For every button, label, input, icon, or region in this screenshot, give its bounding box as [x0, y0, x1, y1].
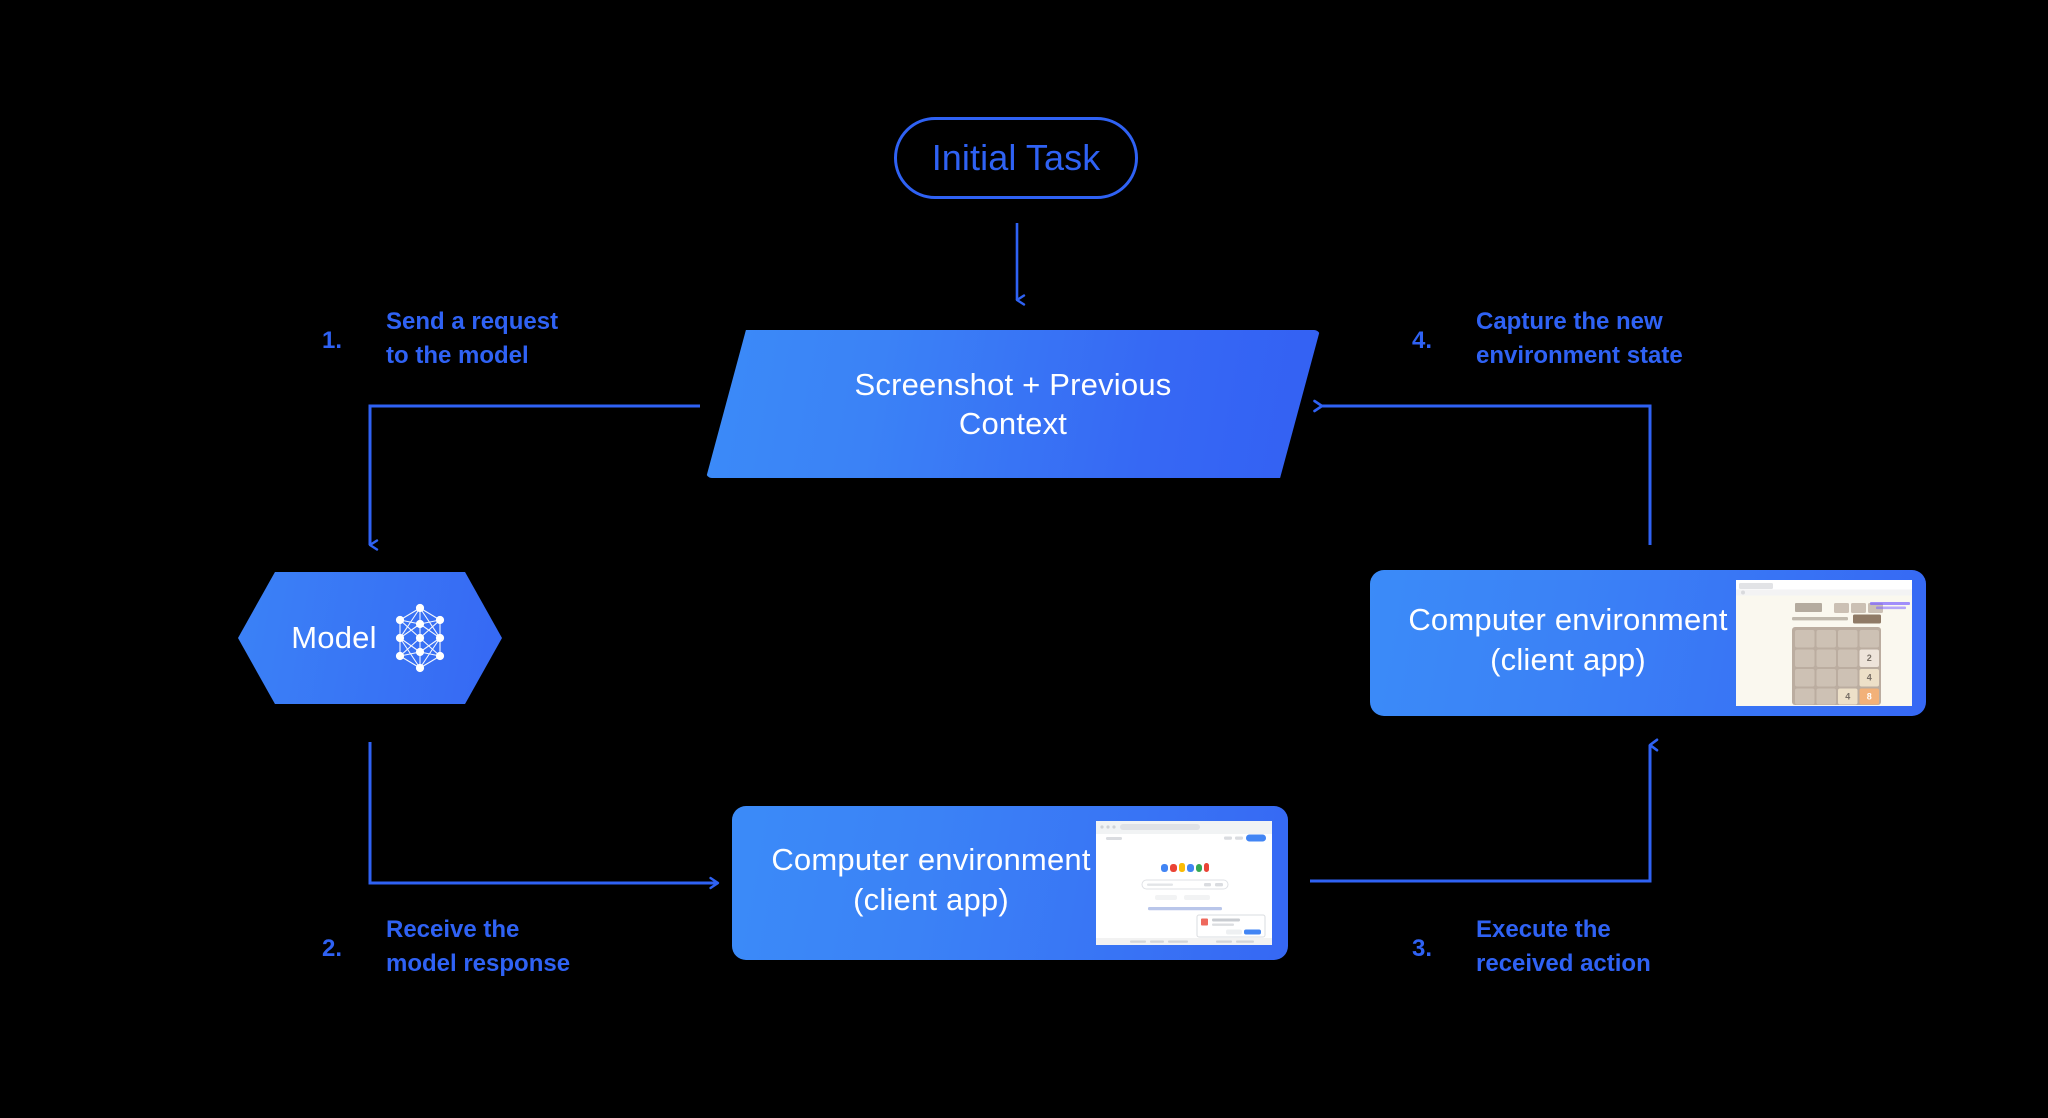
svg-text:2: 2	[1867, 653, 1872, 663]
step-2-number: 2.	[322, 935, 343, 962]
context-node-line2: Context	[958, 406, 1068, 441]
model-node[interactable]: Model	[238, 572, 502, 704]
context-node-line1: Screenshot + Previous	[854, 366, 1172, 402]
arrow-context-to-model	[368, 404, 700, 551]
step-4: 4. Capture the new environment state	[1412, 305, 1683, 373]
env-right-line2: (client app)	[1490, 642, 1646, 678]
2048-game-thumbnail-svg: 2 4 4 8	[1736, 580, 1912, 706]
svg-text:4: 4	[1845, 692, 1850, 702]
step-2-text: Receive the model response	[386, 916, 571, 978]
env-right-node[interactable]: Computer environment (client app)	[1370, 570, 1926, 716]
env-right-text: Computer environment (client app)	[1400, 600, 1736, 681]
model-node-shape	[238, 572, 502, 704]
env-bottom-node[interactable]: Computer environment (client app)	[732, 806, 1288, 960]
step-3-text: Execute the received action	[1476, 916, 1651, 978]
step-4-number: 4.	[1412, 327, 1433, 354]
env-bottom-thumbnail	[1096, 821, 1272, 945]
model-node-label: Model	[291, 620, 377, 655]
svg-text:4: 4	[1867, 673, 1872, 683]
step-1-number: 1.	[322, 327, 343, 354]
env-bottom-line1: Computer environment	[771, 842, 1091, 877]
context-node-shape	[706, 330, 1320, 478]
google-search-thumbnail-svg	[1096, 821, 1272, 945]
env-bottom-line2: (client app)	[853, 882, 1009, 918]
model-node-content: Model	[238, 572, 502, 704]
env-right-thumbnail: 2 4 4 8	[1736, 580, 1912, 706]
step-2: 2. Receive the model response	[322, 913, 570, 981]
step-3-number: 3.	[1412, 935, 1433, 962]
arrow-env-bottom-to-env-right	[1310, 738, 1659, 883]
env-bottom-text: Computer environment (client app)	[756, 840, 1106, 921]
context-node-text: Screenshot + Previous Context	[706, 330, 1320, 478]
initial-task-label: Initial Task	[931, 137, 1101, 178]
arrow-env-right-to-context	[1313, 399, 1652, 545]
svg-text:8: 8	[1867, 692, 1872, 702]
initial-task-node[interactable]: Initial Task	[894, 117, 1138, 199]
neural-network-icon	[395, 603, 444, 673]
context-node[interactable]: Screenshot + Previous Context	[706, 330, 1320, 478]
step-3: 3. Execute the received action	[1412, 913, 1651, 981]
arrow-model-to-env-bottom	[368, 742, 720, 890]
env-right-line1: Computer environment	[1408, 602, 1728, 637]
step-1: 1. Send a request to the model	[322, 305, 558, 373]
step-1-text: Send a request to the model	[386, 308, 559, 370]
step-4-text: Capture the new environment state	[1476, 308, 1683, 370]
